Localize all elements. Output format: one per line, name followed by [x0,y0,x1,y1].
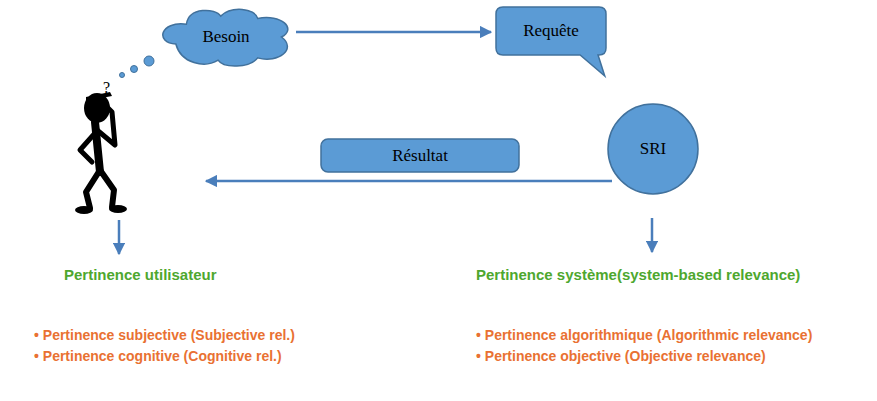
person-figure [75,92,127,214]
need-cloud: Besoin [160,8,292,66]
bullet-item: • Pertinence algorithmique (Algorithmic … [476,327,812,343]
bullet-item: • Pertinence cognitive (Cognitive rel.) [34,348,282,364]
thought-dot [144,56,154,66]
question-mark: ? [103,79,110,97]
bullet-item: • Pertinence objective (Objective releva… [476,348,766,364]
thought-dot [131,66,138,73]
node-label: SRI [640,139,666,159]
bullet-item: • Pertinence subjective (Subjective rel.… [34,327,295,343]
result-box: Résultat [320,138,520,173]
node-label: Résultat [392,146,448,166]
node-label: Besoin [202,27,249,47]
section-heading: Pertinence système(system-based relevanc… [476,266,800,283]
node-label: Requête [523,21,579,41]
down-arrow [118,220,121,254]
system-circle: SRI [607,103,699,195]
query-bubble: Requête [495,6,607,56]
result-arrow [206,180,612,183]
section-heading: Pertinence utilisateur [64,266,217,283]
down-arrow [651,218,654,252]
thought-dot [120,73,125,78]
flow-arrow [296,31,491,34]
